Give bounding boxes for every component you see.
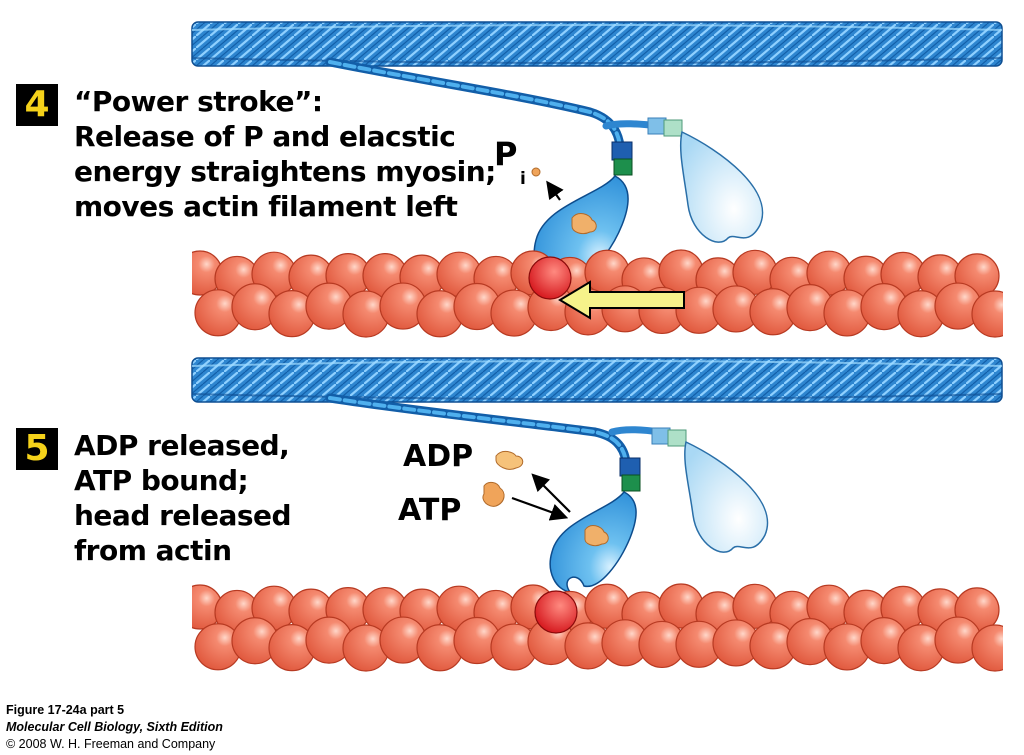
actin-binding-site <box>528 256 572 300</box>
actin-binding-site <box>534 590 578 634</box>
lever-block-green <box>613 158 633 176</box>
step-5-description: ADP released, ATP bound; head released f… <box>74 428 292 568</box>
phosphate-icon <box>531 167 541 177</box>
atp-icon <box>482 481 505 507</box>
pi-label: P <box>494 135 517 173</box>
step-5-line-2: ATP bound; <box>74 464 249 497</box>
myosin-tail-bottom <box>325 393 664 467</box>
panel-4: P i <box>170 21 1024 338</box>
lever-block-green-bottom <box>621 474 641 492</box>
step-4-badge: 4 <box>16 84 58 126</box>
caption-figure: Figure 17-24a part 5 <box>6 703 125 717</box>
caption-book: Molecular Cell Biology, Sixth Edition <box>6 720 223 734</box>
actin-end-mask <box>1003 248 1024 338</box>
adp-in-head-top <box>571 213 597 235</box>
atp-in-head-bottom <box>584 525 609 547</box>
step-4-line-3: energy straightens myosin; <box>74 155 496 188</box>
panel-5: ADP ATP <box>170 357 1024 672</box>
step-5-line-3: head released <box>74 499 292 532</box>
actin-start-mask <box>170 582 192 672</box>
step-4-line-4: moves actin filament left <box>74 190 458 223</box>
pi-release-arrow <box>546 180 564 201</box>
movement-arrow-left <box>558 280 685 320</box>
step-5-line-4: from actin <box>74 534 232 567</box>
lever-block-dark-bottom <box>619 457 641 477</box>
step-5-badge: 5 <box>16 428 58 470</box>
atp-label: ATP <box>398 493 461 528</box>
myosin-head-previous-top <box>647 117 764 243</box>
step-4-line-2: Release of P and elacstic <box>74 120 456 153</box>
step-4-line-1: “Power stroke”: <box>74 85 323 118</box>
caption-copyright: © 2008 W. H. Freeman and Company <box>6 737 216 751</box>
actin-start-mask <box>170 248 192 338</box>
adp-label: ADP <box>403 439 473 474</box>
step-4-description: “Power stroke”: Release of P and elacsti… <box>74 84 496 224</box>
thick-filament-bottom <box>191 357 1003 403</box>
actin-end-mask <box>1003 582 1024 672</box>
myosin-head-previous-bottom <box>651 427 768 553</box>
actin-filament-bottom <box>170 582 1024 672</box>
lever-block-dark <box>611 141 633 161</box>
figure-caption: Figure 17-24a part 5 Molecular Cell Biol… <box>6 702 223 753</box>
adp-release-arrow <box>531 473 571 513</box>
step-5-line-1: ADP released, <box>74 429 290 462</box>
pi-subscript: i <box>520 169 526 189</box>
adp-icon <box>495 450 524 470</box>
atp-bind-arrow <box>511 496 569 521</box>
thick-filament-top <box>191 21 1003 67</box>
